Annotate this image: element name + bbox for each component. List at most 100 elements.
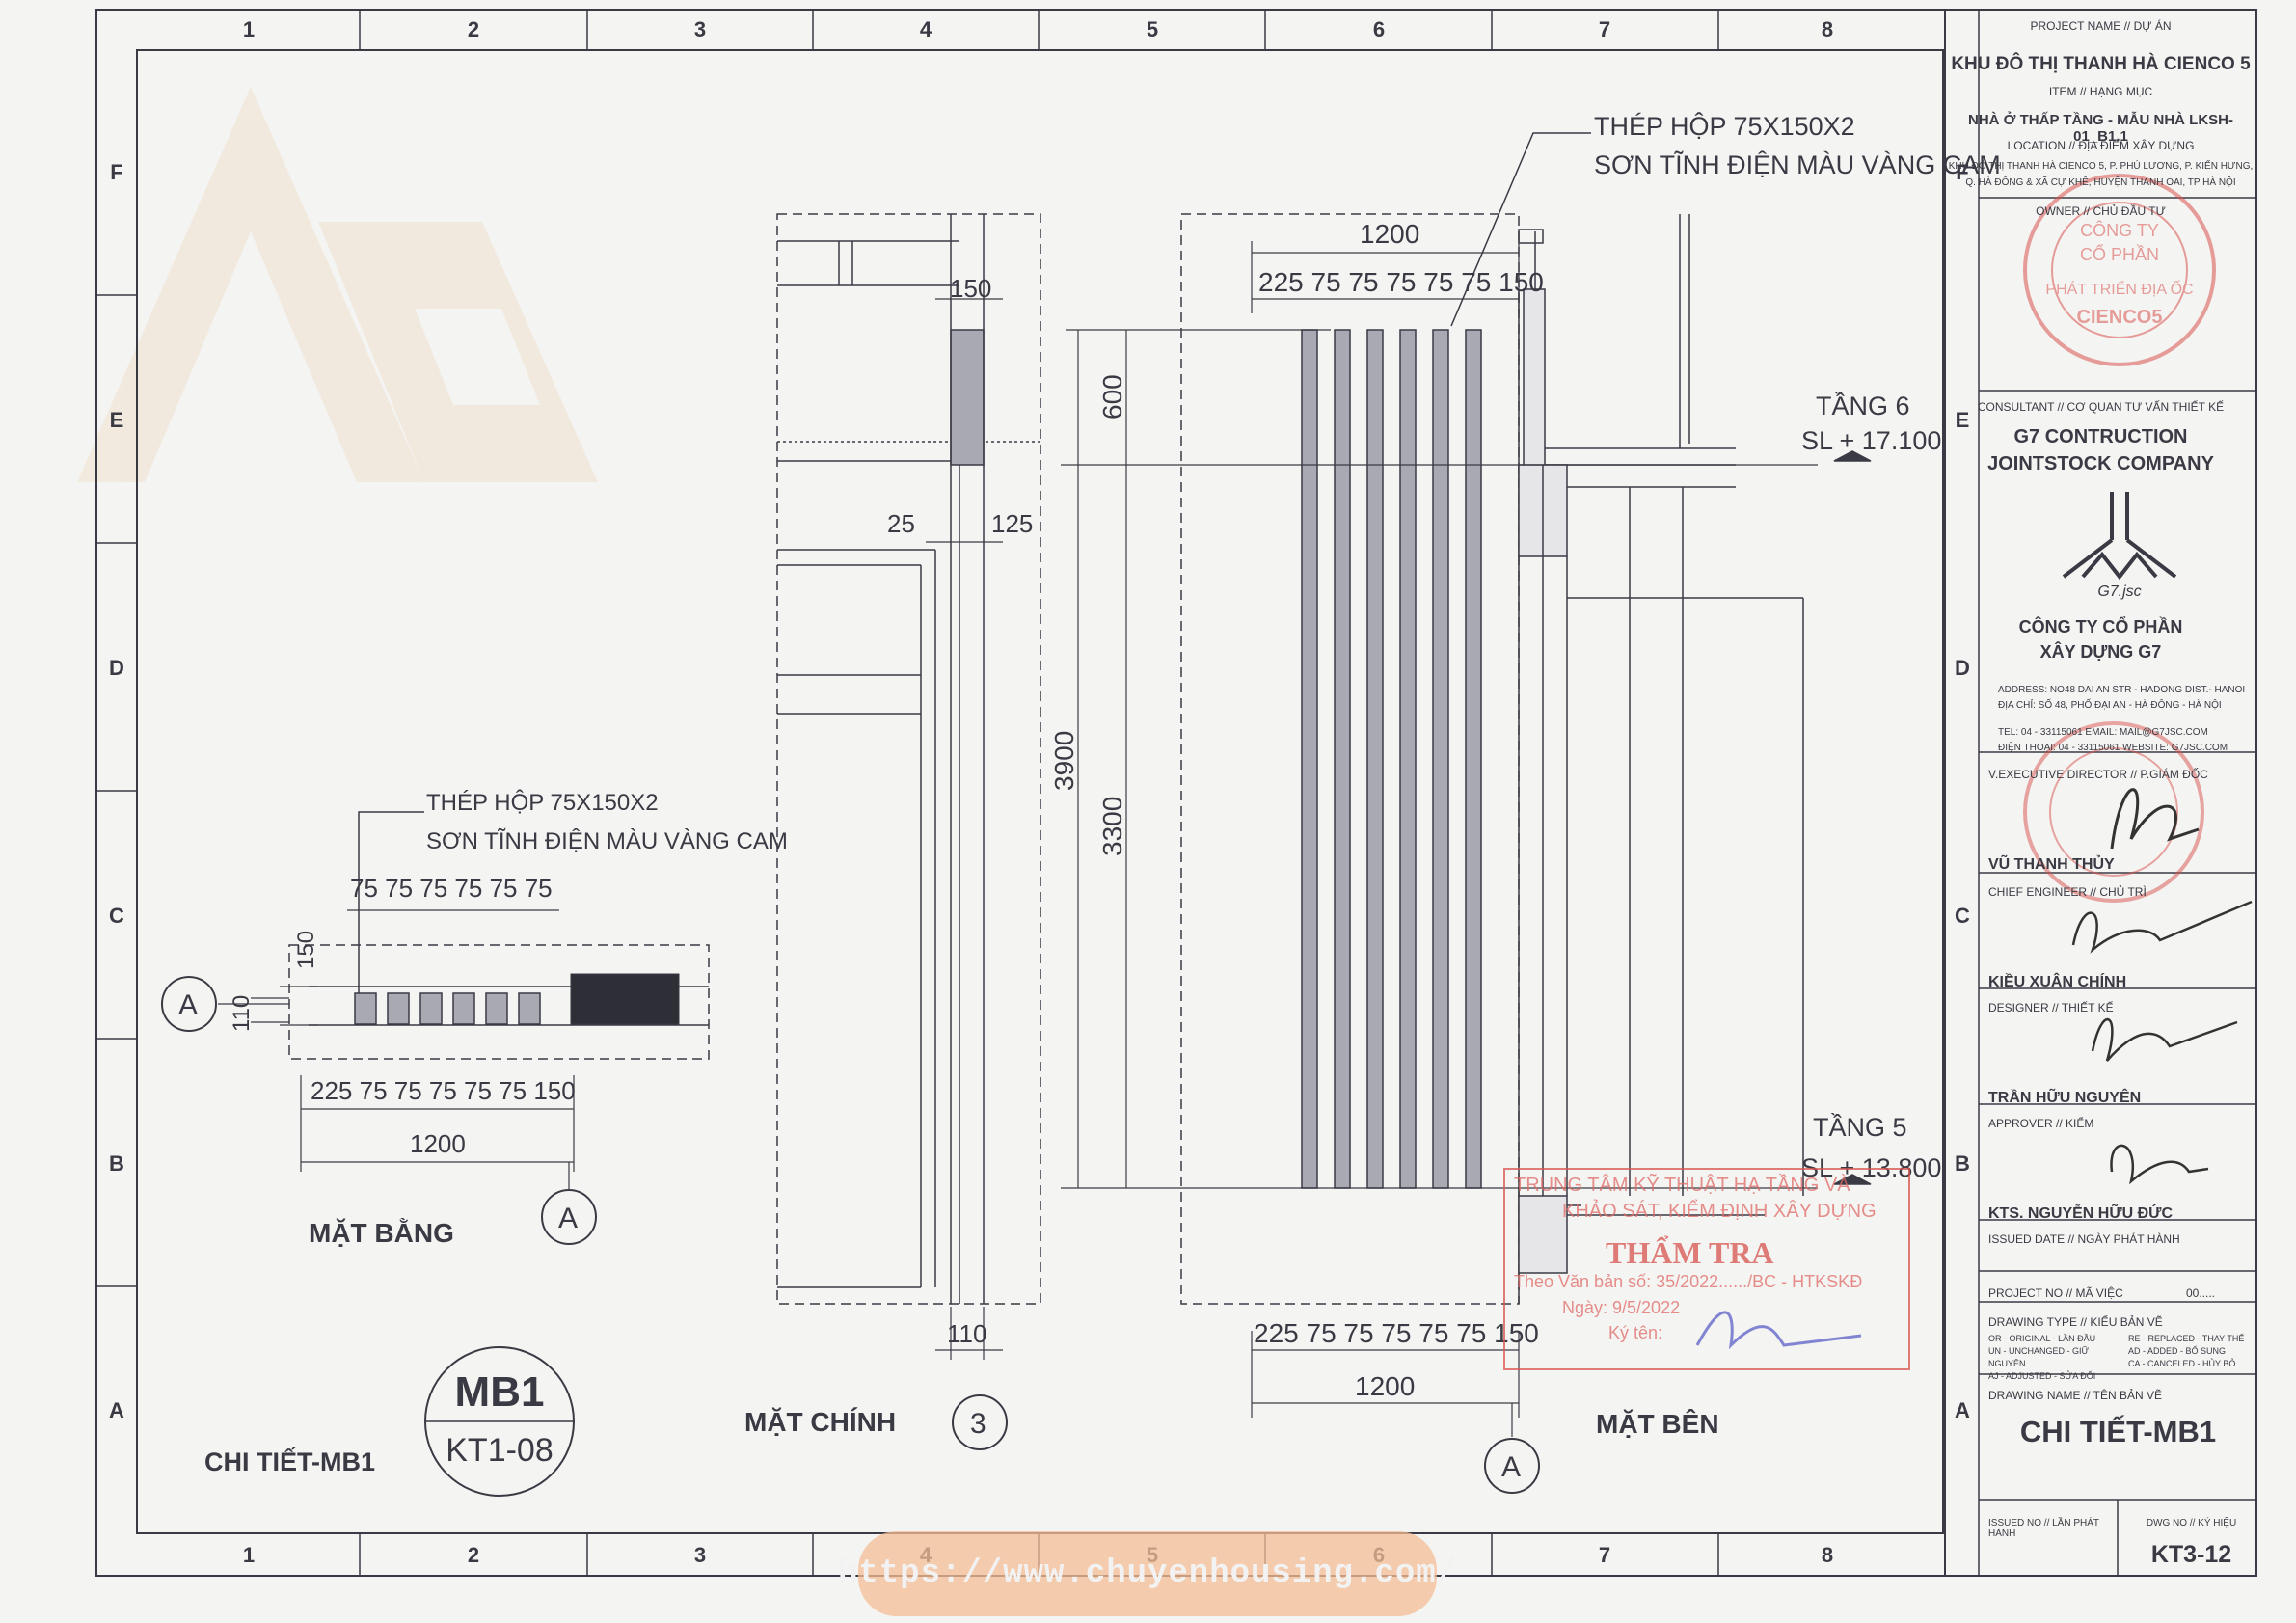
side-dim-series-bottom: 225 75 75 75 75 75 150 [1254, 1318, 1539, 1348]
side-note-line1: THÉP HỘP 75X150X2 [1594, 111, 1855, 141]
designer-signature [2091, 1018, 2238, 1062]
address-line2: ĐỊA CHỈ: SỐ 48, PHỐ ĐẠI AN - HÀ ĐÔNG - H… [1998, 700, 2222, 711]
grid-row-c-right: C [1955, 904, 1970, 928]
director-label: V.EXECUTIVE DIRECTOR // P.GIÁM ĐỐC [1988, 768, 2208, 781]
side-dim-total-top: 1200 [1360, 219, 1419, 249]
approver-label: APPROVER // KIỂM [1988, 1117, 2094, 1130]
seal-line3: PHÁT TRIỂN ĐỊA ỐC [2045, 279, 2193, 298]
approver-signature [2110, 1144, 2209, 1185]
issued-no-label: ISSUED NO // LẦN PHÁT HÀNH [1988, 1518, 2099, 1539]
grid-row-b-left: B [109, 1151, 124, 1176]
type-added: AD - ADDED - BỔ SUNG [2128, 1346, 2227, 1356]
seal-line1: CÔNG TY [2080, 220, 2159, 240]
consultant-name2: JOINTSTOCK COMPANY [1987, 453, 2214, 474]
type-canceled: CA - CANCELED - HỦY BỎ [2128, 1359, 2236, 1368]
grid-col-1-bottom: 1 [243, 1543, 255, 1567]
front-dim-150: 150 [950, 274, 991, 303]
stamp-title: THẨM TRA [1606, 1235, 1774, 1270]
side-dim-series-top: 225 75 75 75 75 75 150 [1258, 267, 1544, 297]
stamp-line2: KHẢO SÁT, KIỂM ĐỊNH XÂY DỰNG [1562, 1200, 1877, 1222]
level5-name: TẦNG 5 [1813, 1112, 1907, 1142]
grid-row-d-left: D [109, 656, 124, 680]
front-view [776, 213, 1041, 1450]
grid-row-a-right: A [1955, 1398, 1970, 1422]
engineer-label: CHIEF ENGINEER // CHỦ TRÌ [1988, 885, 2147, 899]
tel-line2: ĐIỆN THOẠI: 04 - 33115061 WEBSITE: G7JSC… [1998, 743, 2228, 753]
front-dim-110: 110 [947, 1319, 986, 1348]
stamp-line5: Ký tên: [1608, 1323, 1662, 1342]
plan-dim-110: 110 [229, 995, 255, 1032]
detail-callout [424, 1346, 575, 1497]
project-name: KHU ĐÔ THỊ THANH HÀ CIENCO 5 [1951, 54, 2251, 74]
project-label: PROJECT NAME // DỰ ÁN [2030, 19, 2172, 33]
front-dim-25: 25 [887, 509, 915, 538]
grid-col-5-top: 5 [1147, 17, 1158, 41]
side-dim-total-bottom: 1200 [1355, 1371, 1415, 1401]
project-no-value: 00..... [2186, 1286, 2216, 1300]
seal-line4: CIENCO5 [2077, 307, 2163, 328]
grid-row-b-right: B [1955, 1151, 1970, 1176]
drawing-name: CHI TIẾT-MB1 [2019, 1415, 2217, 1448]
plan-dim-top: 75 75 75 75 75 75 [350, 874, 553, 903]
g7-logo-text: G7.jsc [2097, 583, 2141, 600]
plan-title: MẶT BẰNG [309, 1218, 454, 1248]
project-no-label: PROJECT NO // MÃ VIỆC [1988, 1286, 2123, 1300]
stamp-signature [1695, 1311, 1862, 1350]
side-section-mark: A [1501, 1451, 1521, 1483]
drawing-type-col1: OR - ORIGINAL - LẦN ĐẦU UN - UNCHANGED -… [1988, 1333, 2123, 1383]
location-line1: KHU ĐÔ THỊ THANH HÀ CIENCO 5, P. PHÚ LƯƠ… [1948, 161, 2254, 172]
side-dim-3900: 3900 [1049, 731, 1079, 791]
grid-col-2-top: 2 [468, 17, 479, 41]
stamp-line4: Ngày: 9/5/2022 [1562, 1298, 1680, 1317]
level6-value: SL + 17.100 [1801, 426, 1941, 455]
engineer-signature [2071, 900, 2253, 954]
drawing-type-label: DRAWING TYPE // KIỂU BẢN VẼ [1988, 1315, 2163, 1329]
grid-col-6-top: 6 [1373, 17, 1385, 41]
g7-logo [2062, 492, 2177, 581]
review-stamp: TRUNG TÂM KỸ THUẬT HẠ TẦNG VÀ KHẢO SÁT, … [1503, 1168, 1910, 1370]
grid-col-7-bottom: 7 [1599, 1543, 1610, 1567]
company-vn2: XÂY DỰNG G7 [2039, 642, 2162, 662]
detail-label: CHI TIẾT-MB1 [204, 1447, 375, 1476]
type-replaced: RE - REPLACED - THAY THẾ [2128, 1334, 2245, 1343]
type-adjusted: AJ - ADJUSTED - SỬA ĐỔI [1988, 1371, 2096, 1381]
plan-note-line1: THÉP HỘP 75X150X2 [426, 789, 659, 816]
side-note-line2: SƠN TĨNH ĐIỆN MÀU VÀNG CAM [1594, 149, 2001, 179]
owner-label: OWNER // CHỦ ĐẦU TƯ [2036, 204, 2166, 218]
owner-seal: CÔNG TY CỔ PHẦN PHÁT TRIỂN ĐỊA ỐC CIENCO… [2023, 174, 2216, 366]
engineer-name: KIỀU XUÂN CHÍNH [1988, 974, 2127, 990]
plan-dim-150: 150 [293, 931, 319, 969]
plan-section-mark-left: A [178, 989, 198, 1021]
title-block: PROJECT NAME // DỰ ÁN KHU ĐÔ THỊ THANH H… [1945, 12, 2256, 1575]
director-seal [2023, 721, 2204, 903]
background-logo-watermark [77, 87, 598, 482]
dwg-no-label: DWG NO // KÝ HIỆU [2146, 1518, 2237, 1528]
item-label: ITEM // HẠNG MỤC [2048, 85, 2153, 98]
consultant-label: CONSULTANT // CƠ QUAN TƯ VẤN THIẾT KẾ [1977, 400, 2225, 414]
watermark-url: https://www.chuyenhousing.com/ [837, 1555, 1458, 1592]
level6-name: TẦNG 6 [1816, 391, 1910, 420]
location-label: LOCATION // ĐỊA ĐIỂM XÂY DỰNG [2007, 139, 2195, 152]
plan-section-mark-bottom: A [558, 1203, 578, 1234]
consultant-name1: G7 CONTRUCTION [2013, 426, 2188, 447]
designer-label: DESIGNER // THIẾT KẾ [1988, 1001, 2114, 1014]
grid-row-a-left: A [109, 1398, 124, 1422]
issued-date-label: ISSUED DATE // NGÀY PHÁT HÀNH [1988, 1232, 2180, 1246]
item-name: NHÀ Ở THẤP TẦNG - MẪU NHÀ LKSH-01_B1.1 [1967, 112, 2233, 145]
side-view [1061, 132, 1872, 1494]
tel-line1: TEL: 04 - 33115061 EMAIL: MAIL@G7JSC.COM [1998, 727, 2208, 738]
grid-col-8-bottom: 8 [1822, 1543, 1833, 1567]
drawing-name-label: DRAWING NAME // TÊN BẢN VẼ [1988, 1389, 2163, 1402]
grid-col-3-top: 3 [694, 17, 706, 41]
grid-row-c-left: C [109, 904, 124, 928]
grid-column-ticks [96, 10, 1945, 1576]
drawing-type-col2: RE - REPLACED - THAY THẾ AD - ADDED - BỔ… [2128, 1333, 2254, 1370]
front-mark: 3 [970, 1408, 986, 1440]
grid-col-3-bottom: 3 [694, 1543, 706, 1567]
detail-circle-bottom: KT1-08 [446, 1432, 554, 1469]
grid-row-e-left: E [110, 408, 124, 432]
grid-col-7-top: 7 [1599, 17, 1610, 41]
grid-row-e-right: E [1956, 408, 1970, 432]
site-watermark: https://www.chuyenhousing.com/ [838, 1531, 1456, 1616]
